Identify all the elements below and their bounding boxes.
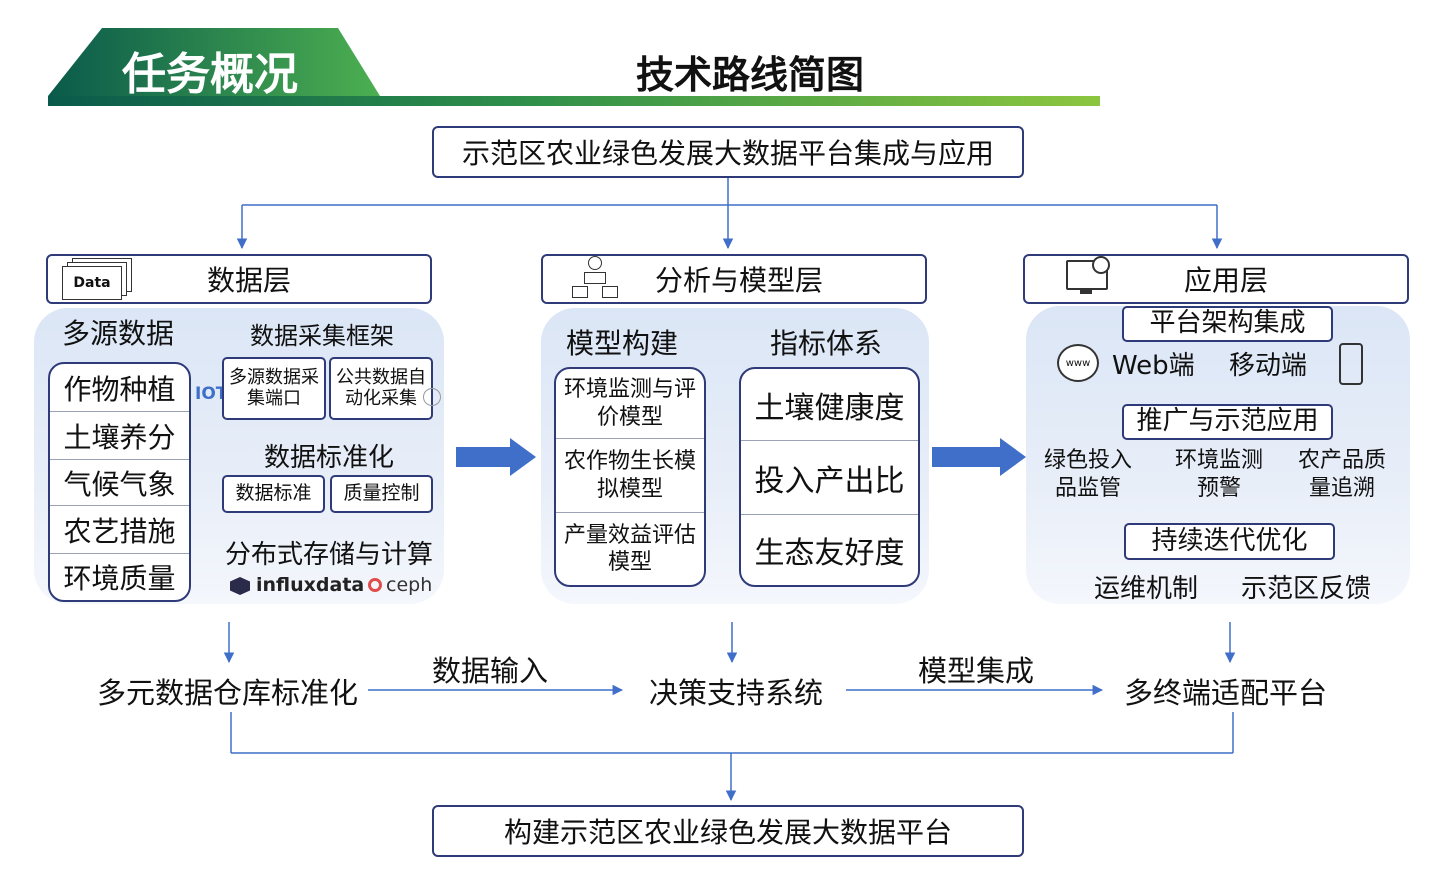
- www-globe-icon: www: [1057, 344, 1099, 382]
- indices-list: 土壤健康度 投入产出比 生态友好度: [739, 367, 920, 587]
- public-collect-box: 公共数据自动化采集: [329, 357, 433, 420]
- storage-title: 分布式存储与计算: [225, 540, 434, 570]
- influxdata-logo: influxdata: [256, 574, 365, 596]
- app-layer-header: 应用层: [1023, 254, 1409, 304]
- sources-list: 作物种植 土壤养分 气候气象 农艺措施 环境质量: [48, 362, 191, 602]
- ceph-logo: ceph: [386, 574, 433, 596]
- top-goal-box: 示范区农业绿色发展大数据平台集成与应用: [432, 126, 1024, 178]
- index-item: 土壤健康度: [741, 369, 918, 441]
- platform-box: 平台架构集成: [1122, 306, 1333, 342]
- monitor-gear-icon: [1066, 256, 1110, 296]
- arrow-model-to-app: [932, 438, 1026, 476]
- data-layer-title: 数据层: [206, 264, 291, 297]
- std-box: 数据标准: [222, 475, 325, 513]
- model-layer-title: 分析与模型层: [654, 264, 823, 297]
- model-item: 产量效益评估模型: [564, 522, 697, 576]
- iot-icon: IOT: [195, 384, 228, 404]
- source-item: 气候气象: [50, 460, 189, 506]
- app-layer-title: 应用层: [1183, 264, 1268, 297]
- header-badge-shape: [48, 28, 380, 96]
- collect-port-box: 多源数据采集端口: [222, 357, 326, 420]
- model-item: 环境监测与评价模型: [556, 369, 704, 439]
- app-item: 农产品质量追溯: [1297, 448, 1386, 501]
- flowchart-icon: [570, 256, 620, 302]
- source-item: 作物种植: [50, 364, 189, 412]
- flow-left: 多元数据仓库标准化: [97, 676, 359, 710]
- iterate-box: 持续迭代优化: [1124, 523, 1335, 560]
- feedback-label: 示范区反馈: [1241, 574, 1372, 604]
- bottom-goal-box: 构建示范区农业绿色发展大数据平台: [432, 805, 1024, 857]
- source-item: 农艺措施: [50, 506, 189, 554]
- promote-box: 推广与示范应用: [1122, 404, 1333, 440]
- header-badge: 任务概况: [122, 49, 298, 100]
- flow-label-a: 数据输入: [432, 654, 549, 688]
- spider-icon: [423, 388, 441, 406]
- ops-label: 运维机制: [1094, 574, 1199, 604]
- arrow-data-to-model: [456, 438, 536, 476]
- mobile-label: 移动端: [1229, 351, 1308, 381]
- source-item: 环境质量: [63, 562, 176, 595]
- source-item: 土壤养分: [50, 412, 189, 460]
- standardize-title: 数据标准化: [264, 443, 395, 473]
- web-label: Web端: [1112, 351, 1195, 381]
- smartphone-icon: [1339, 343, 1363, 385]
- ceph-icon: [368, 578, 382, 592]
- data-stack-icon: Data: [62, 258, 132, 300]
- app-item: 绿色投入品监管: [1043, 448, 1132, 501]
- models-list: 环境监测与评价模型 农作物生长模拟模型 产量效益评估模型: [554, 367, 706, 587]
- index-title: 指标体系: [770, 327, 883, 360]
- index-item: 生态友好度: [754, 536, 905, 571]
- model-item: 农作物生长模拟模型: [556, 439, 704, 513]
- quality-box: 质量控制: [330, 475, 433, 513]
- page-title: 技术路线简图: [636, 53, 865, 97]
- build-title: 模型构建: [566, 327, 679, 360]
- app-item: 环境监测预警: [1175, 448, 1264, 501]
- influxdata-icon: [230, 577, 250, 595]
- index-item: 投入产出比: [741, 441, 918, 515]
- flow-label-b: 模型集成: [918, 654, 1035, 688]
- framework-title: 数据采集框架: [250, 322, 394, 350]
- header-underline: [48, 96, 1100, 106]
- sources-title: 多源数据: [62, 317, 175, 350]
- flow-right: 多终端适配平台: [1124, 676, 1328, 710]
- flow-mid: 决策支持系统: [649, 676, 824, 710]
